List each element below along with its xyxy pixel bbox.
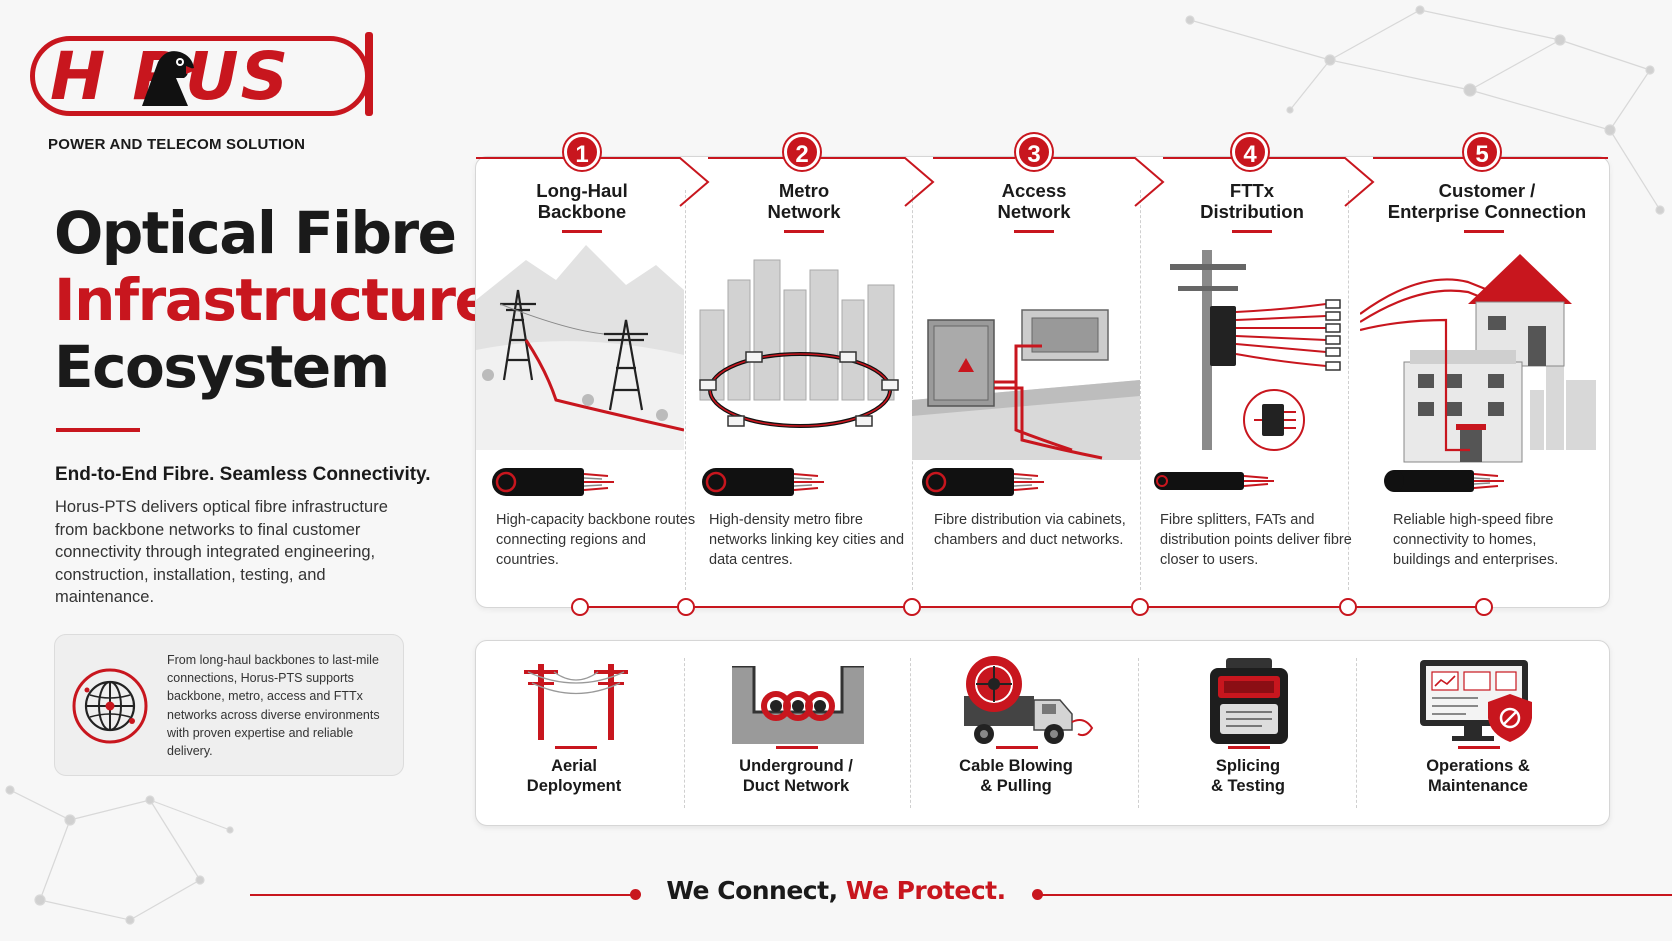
fibre-cable-icon: [1154, 472, 1274, 490]
stage-3-number: 3: [1016, 134, 1052, 170]
footer-dot-right: [1032, 889, 1043, 900]
stage-divider: [685, 190, 686, 590]
falcon-head-icon: [142, 51, 196, 106]
service-4-rule: [1228, 746, 1270, 749]
globe-network-icon: [72, 668, 148, 744]
intro-paragraph: Horus-PTS delivers optical fibre infrast…: [55, 498, 388, 606]
service-2-rule: [776, 746, 818, 749]
horus-logo[interactable]: H RUS POWER AND TELECOM SOLUTION: [28, 30, 388, 153]
street-cabinet-icon: [912, 309, 1140, 460]
stage-1-description: High-capacity backbone routes connecting…: [496, 512, 696, 568]
footer-slogan: We Connect, We Protect.: [0, 876, 1672, 905]
stage-2-description: High-density metro fibre networks linkin…: [709, 512, 905, 568]
slogan-part-2: We Protect.: [845, 876, 1006, 905]
service-aerial-label: Aerial Deployment: [526, 757, 622, 795]
stage-4-description: Fibre splitters, FATs and distribution p…: [1160, 512, 1352, 568]
tagline: End-to-End Fibre. Seamless Connectivity.: [55, 464, 431, 485]
service-underground-label: Underground / Duct Network: [739, 757, 853, 795]
logo-subtitle: POWER AND TELECOM SOLUTION: [48, 136, 306, 153]
fusion-splicer-icon: [1210, 658, 1288, 744]
fibre-cable-icon: [492, 468, 614, 496]
logo-tail: [365, 32, 373, 116]
stage-3-title: Access Network: [997, 180, 1071, 222]
stage-1-title: Long-Haul Backbone: [536, 180, 628, 222]
service-3-rule: [996, 746, 1038, 749]
footer-line-right: [1040, 894, 1672, 896]
service-divider: [1356, 658, 1357, 808]
service-divider: [1138, 658, 1139, 808]
title-line-2: Infrastructure: [54, 266, 494, 334]
stage-1-number: 1: [564, 134, 600, 170]
stage-2-number: 2: [784, 134, 820, 170]
transmission-tower-icon: [476, 245, 684, 450]
cable-drum-truck-icon: [964, 656, 1094, 744]
stage-5-description: Reliable high-speed fibre connectivity t…: [1393, 512, 1559, 568]
stage-4-title: FTTx Distribution: [1200, 180, 1304, 222]
stage-2-rule: [784, 230, 824, 233]
title-line-1: Optical Fibre: [54, 199, 457, 267]
footer-line-left: [250, 894, 634, 896]
service-5-rule: [1458, 746, 1500, 749]
stage-2-title: Metro Network: [767, 180, 841, 222]
stage-3-rule: [1014, 230, 1054, 233]
stage-5-title: Customer / Enterprise Connection: [1387, 180, 1587, 222]
service-1-rule: [555, 746, 597, 749]
aerial-poles-icon: [524, 664, 628, 740]
fibre-cable-icon: [1384, 470, 1504, 492]
house-building-icon: [1360, 254, 1596, 463]
note-text: From long-haul backbones to last-mile co…: [167, 653, 380, 759]
service-cable-blowing-label: Cable Blowing & Pulling: [959, 757, 1073, 795]
stage-4-rule: [1232, 230, 1272, 233]
note-card: From long-haul backbones to last-mile co…: [54, 634, 404, 776]
footer-dot-left: [630, 889, 641, 900]
stage-3-description: Fibre distribution via cabinets, chamber…: [934, 512, 1126, 548]
page-title: Optical Fibre Infrastructure Ecosystem: [54, 199, 494, 401]
fibre-cable-icon: [922, 468, 1044, 496]
stage-1-rule: [562, 230, 602, 233]
slogan-part-1: We Connect,: [666, 876, 846, 905]
service-divider: [684, 658, 685, 808]
city-ring-icon: [699, 259, 899, 428]
stage-5-number: 5: [1464, 134, 1500, 170]
stage-divider: [1140, 190, 1141, 590]
stage-4-number: 4: [1232, 134, 1268, 170]
title-line-3: Ecosystem: [54, 333, 390, 401]
stage-divider: [912, 190, 913, 590]
stage-divider: [1348, 190, 1349, 590]
service-divider: [910, 658, 911, 808]
service-operations-label: Operations & Maintenance: [1426, 757, 1530, 795]
fibre-cable-icon: [702, 468, 824, 496]
title-underline: [56, 428, 140, 432]
monitor-shield-icon: [1420, 660, 1532, 742]
duct-trench-icon: [732, 666, 864, 744]
stage-5-rule: [1464, 230, 1504, 233]
utility-pole-splitter-icon: [1170, 250, 1341, 451]
service-splicing-label: Splicing & Testing: [1211, 757, 1285, 795]
